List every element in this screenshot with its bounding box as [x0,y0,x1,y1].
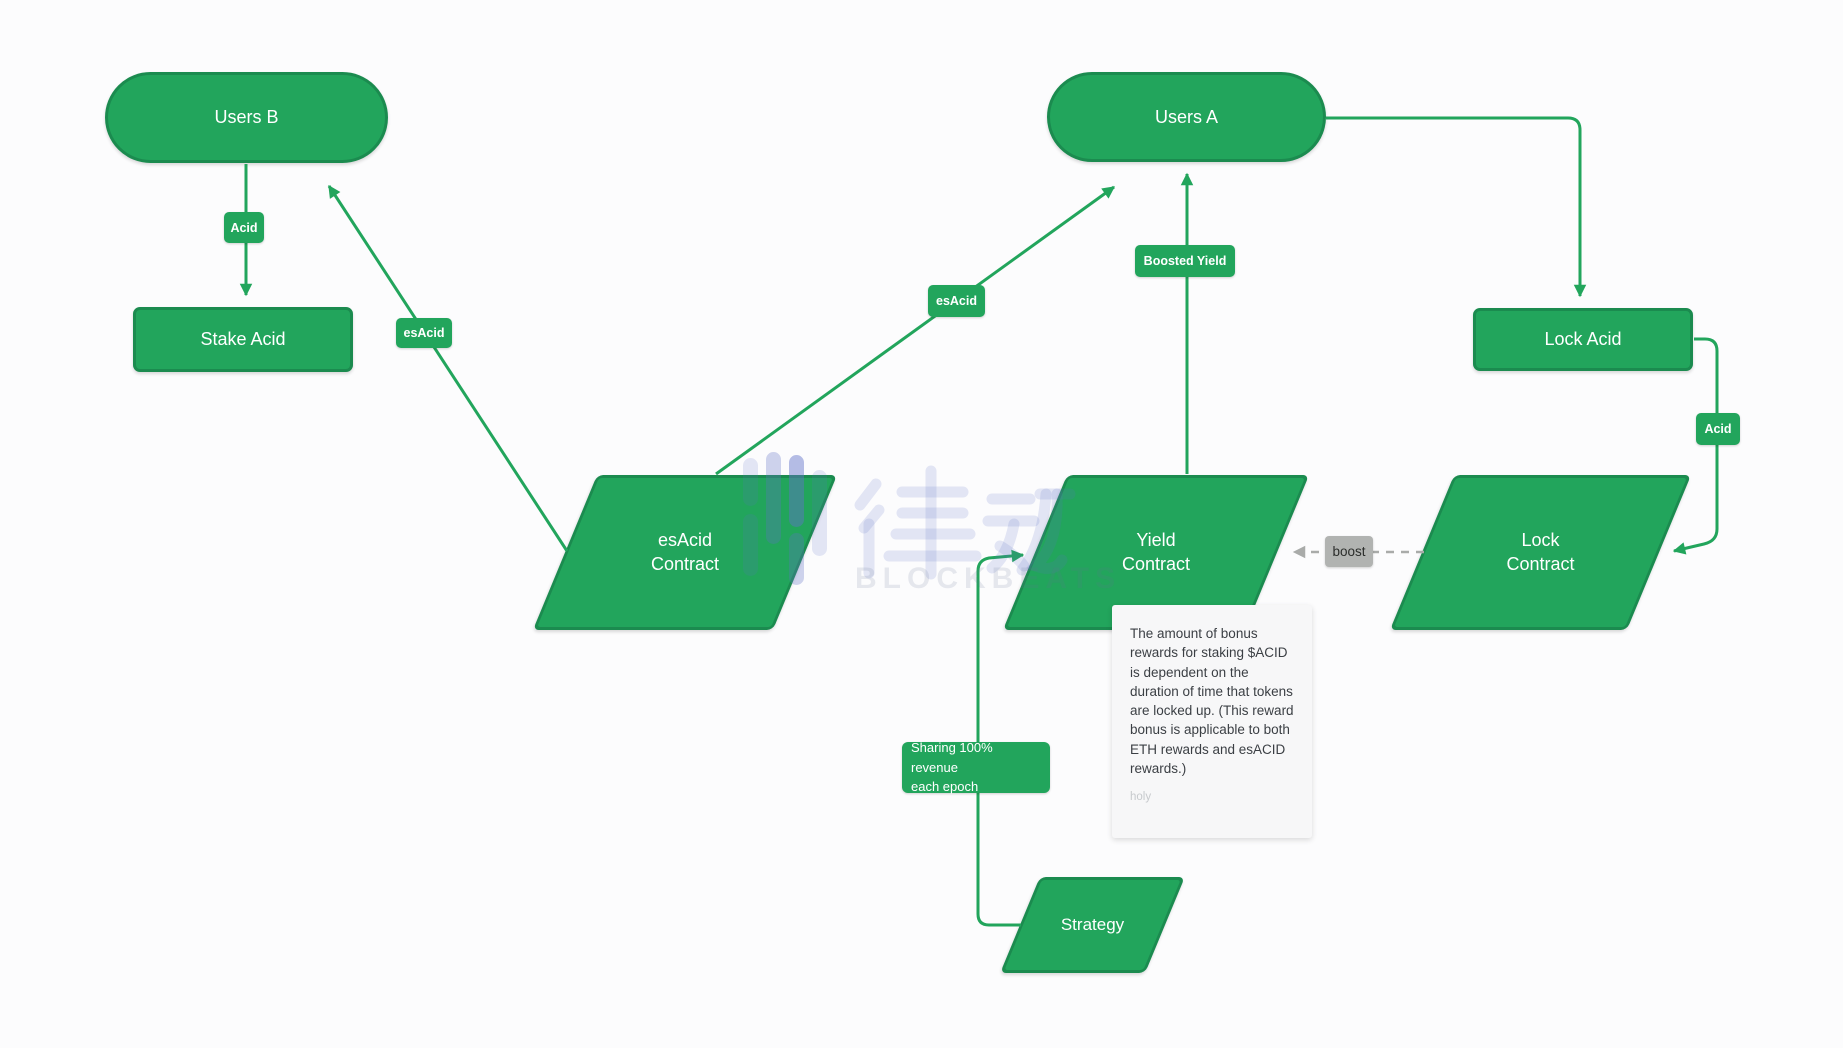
node-strategy: Strategy [1000,877,1185,973]
node-users-a: Users A [1047,72,1326,162]
edge-label-sharing-revenue: Sharing 100% revenue each epoch [902,740,1050,794]
node-lock-contract-label: Lock Contract [1506,529,1575,574]
note-footer: holy [1130,791,1152,804]
node-lock-acid: Lock Acid [1473,308,1693,371]
node-users-a-label: Users A [1154,106,1219,127]
note-card: The amount of bonus rewards for staking … [1112,605,1312,838]
node-lock-acid-label: Lock Acid [1544,329,1622,349]
node-stake-acid: Stake Acid [133,307,353,372]
edge-label-boosted-yield: Boosted Yield [1135,245,1235,277]
edge-label-boost: boost [1325,536,1373,567]
edge-label-esacid-users-a: esAcid [928,285,985,317]
node-users-b-label: Users B [214,107,279,127]
note-text: The amount of bonus rewards for staking … [1130,626,1294,777]
node-esacid-contract-label: esAcid Contract [650,529,720,574]
node-users-b: Users B [105,72,388,163]
edge-label-acid-lock: Acid [1696,413,1740,445]
edge-esacid-contract-to-users-b [327,184,569,552]
edge-label-acid-stake: Acid [224,212,264,243]
node-lock-contract: Lock Contract [1389,475,1692,630]
edge-label-esacid-users-b: esAcid [396,318,452,348]
node-esacid-contract: esAcid Contract [532,475,838,630]
edge-esacid-contract-to-users-a [715,185,1116,476]
node-stake-acid-label: Stake Acid [200,329,286,349]
edge-users-a-to-lock-acid [1326,116,1587,298]
node-yield-contract-label: Yield Contract [1121,529,1191,574]
node-strategy-label: Strategy [1060,914,1125,934]
node-yield-contract: Yield Contract [1002,475,1310,630]
